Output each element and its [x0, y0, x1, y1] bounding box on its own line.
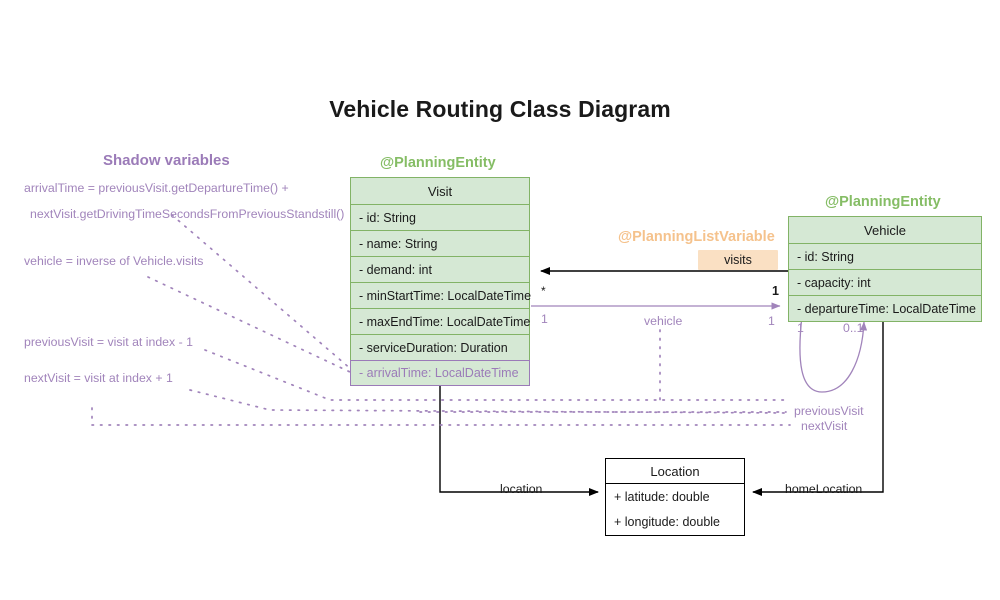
visit-attribute-id: - id: String [351, 204, 529, 230]
shadow-variables-heading: Shadow variables [103, 152, 230, 169]
vehicle-stereotype: @PlanningEntity [825, 194, 941, 210]
vehicle-class-name: Vehicle [864, 222, 906, 238]
previous-visit-label: previousVisit [794, 404, 864, 418]
visit-class-name: Visit [427, 183, 453, 199]
location-attribute-longitude: + longitude: double [614, 515, 720, 529]
vehicle-source-multiplicity: 1 [541, 312, 548, 326]
location-class-name: Location [650, 463, 700, 479]
visit-attribute-arrivaltime-shadow: - arrivalTime: LocalDateTime [350, 360, 530, 386]
class-box-location[interactable]: Location + latitude: double + longitude:… [605, 458, 745, 536]
visit-attribute-name: - name: String [351, 230, 529, 256]
visit-attribute-maxendtime: - maxEndTime: LocalDateTime [351, 308, 530, 334]
class-box-visit[interactable]: Visit - id: String - name: String - dema… [350, 177, 531, 386]
shadow-variable-line-1: arrivalTime = previousVisit.getDeparture… [24, 181, 289, 195]
visits-badge[interactable]: visits [698, 250, 778, 270]
visits-source-multiplicity: * [541, 284, 546, 298]
visits-target-multiplicity: 1 [772, 284, 779, 298]
location-association-label: location [500, 482, 543, 496]
visit-attribute-minstarttime: - minStartTime: LocalDateTime [351, 282, 531, 308]
edge-location [439, 383, 599, 496]
class-box-vehicle[interactable]: Vehicle - id: String - capacity: int - d… [788, 216, 982, 322]
self-loop-source-multiplicity: 1 [797, 321, 804, 335]
visit-attribute-serviceduration: - serviceDuration: Duration [351, 334, 529, 360]
shadow-variable-line-5: nextVisit = visit at index + 1 [24, 371, 173, 385]
vehicle-association-label: vehicle [644, 314, 683, 328]
home-location-association-label: homeLocation [785, 482, 863, 496]
vehicle-attribute-id: - id: String [789, 243, 981, 269]
visit-attribute-demand: - demand: int [351, 256, 529, 282]
shadow-variable-line-3: vehicle = inverse of Vehicle.visits [24, 254, 204, 268]
vehicle-target-multiplicity: 1 [768, 314, 775, 328]
page-title: Vehicle Routing Class Diagram [329, 96, 671, 122]
shadow-variable-line-4: previousVisit = visit at index - 1 [24, 335, 193, 349]
vehicle-attribute-capacity: - capacity: int [789, 269, 981, 295]
planning-list-variable-annotation: @PlanningListVariable [618, 229, 775, 245]
shadow-variable-line-2: nextVisit.getDrivingTimeSecondsFromPrevi… [30, 207, 345, 221]
visit-stereotype: @PlanningEntity [380, 155, 496, 171]
self-loop-target-multiplicity: 0..1 [843, 321, 864, 335]
vehicle-attribute-departuretime: - departureTime: LocalDateTime [789, 295, 981, 321]
next-visit-label: nextVisit [801, 419, 848, 433]
location-attribute-latitude: + latitude: double [606, 483, 744, 509]
